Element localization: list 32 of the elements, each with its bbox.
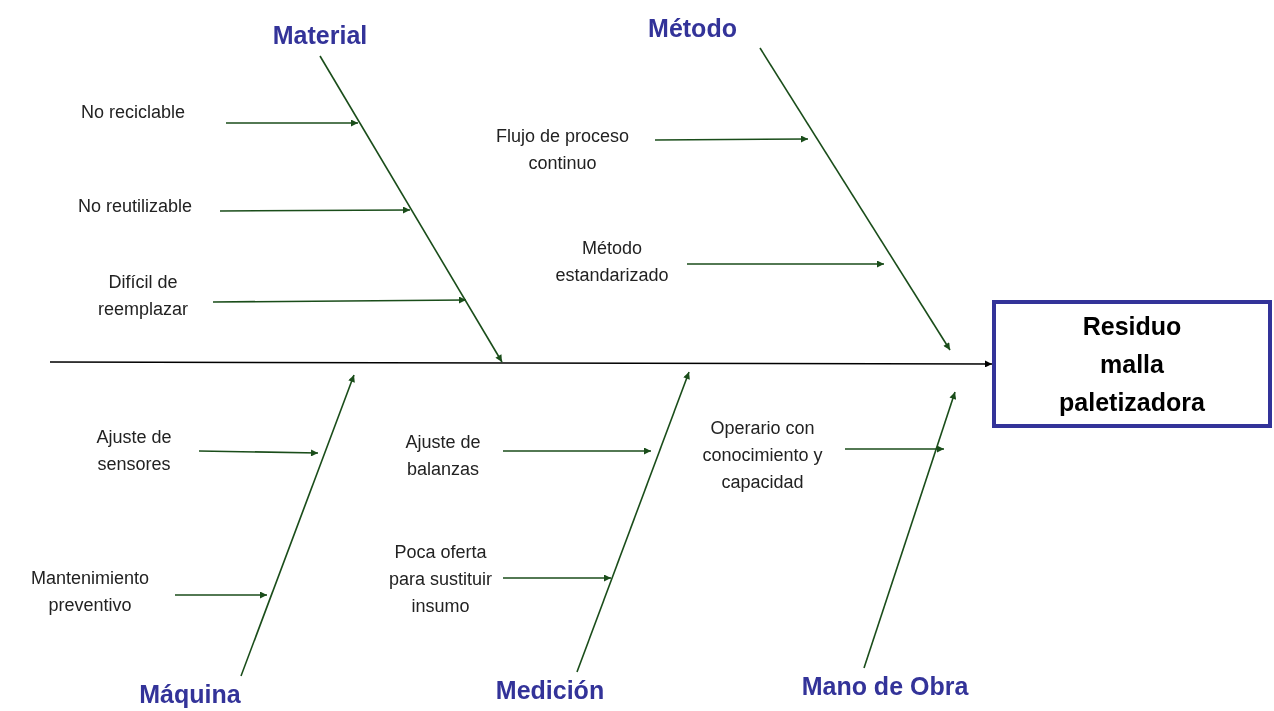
category-label: Material	[255, 14, 385, 56]
cause-text: Ajuste de sensores	[69, 421, 199, 481]
arrow	[240, 374, 355, 677]
cause-text: Difícil de reemplazar	[73, 266, 213, 326]
category-label: Método	[620, 8, 765, 48]
arrow	[863, 391, 957, 669]
cause-text: Método estandarizado	[537, 232, 687, 292]
arrow	[219, 206, 411, 214]
arrow	[844, 445, 945, 453]
cause-text: No reciclable	[40, 98, 226, 126]
arrow	[654, 135, 809, 143]
arrow	[198, 449, 319, 457]
category-label: Mano de Obra	[775, 668, 995, 704]
arrow	[502, 574, 612, 582]
arrow	[212, 296, 467, 304]
arrow	[49, 360, 993, 368]
arrow	[576, 371, 690, 673]
arrow	[502, 447, 652, 455]
cause-text: No reutilizable	[50, 192, 220, 220]
arrow	[686, 260, 885, 268]
cause-text: Operario con conocimiento y capacidad	[680, 410, 845, 500]
arrow	[319, 55, 503, 363]
arrow	[225, 119, 359, 127]
arrow	[759, 47, 951, 351]
category-label: Medición	[480, 672, 620, 708]
category-label: Máquina	[120, 676, 260, 711]
cause-text: Mantenimiento preventivo	[5, 562, 175, 622]
cause-text: Flujo de proceso continuo	[470, 120, 655, 180]
arrow	[174, 591, 268, 599]
effect-box: Residuo malla paletizadora	[992, 300, 1272, 428]
cause-text: Poca oferta para sustituir insumo	[378, 537, 503, 621]
cause-text: Ajuste de balanzas	[383, 426, 503, 486]
